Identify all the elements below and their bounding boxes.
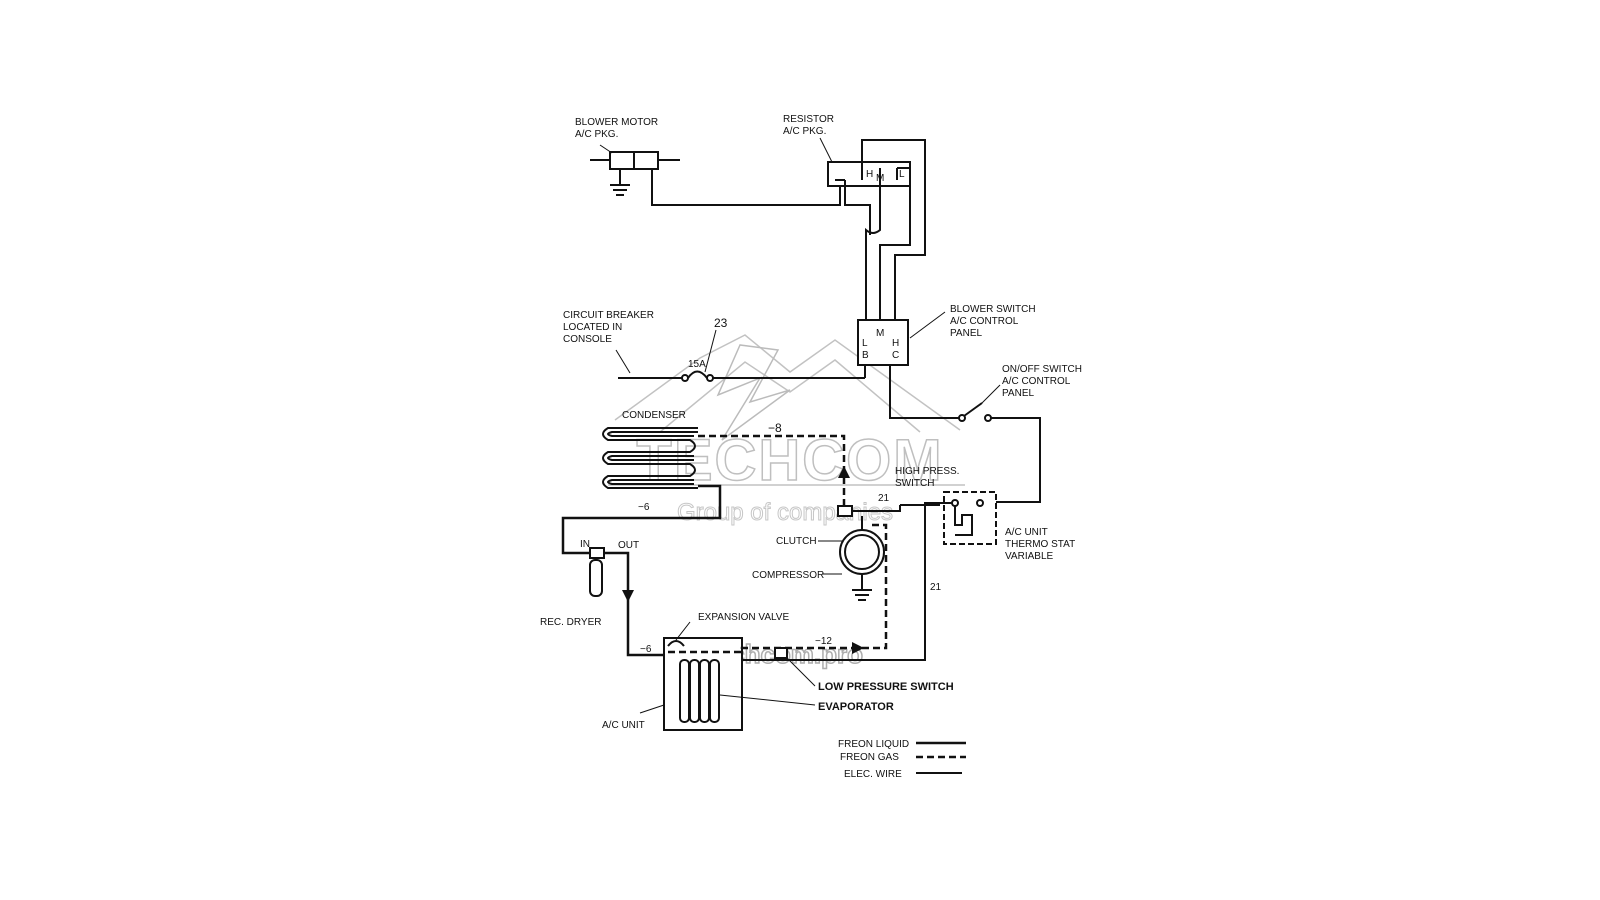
thermostat-label-3: VARIABLE <box>1005 551 1053 562</box>
ac-unit-evaporator <box>639 621 816 731</box>
legend: FREON LIQUID FREON GAS ELEC. WIRE <box>838 739 966 780</box>
line-number-8: −8 <box>768 421 782 435</box>
blower-switch-terminal-h: H <box>892 338 899 349</box>
high-press-switch-label-1: HIGH PRESS. <box>895 466 959 477</box>
liquid-line-condenser-to-dryer <box>561 484 722 555</box>
resistor-label-1: RESISTOR <box>783 114 834 125</box>
circuit-breaker-label-1: CIRCUIT BREAKER <box>563 310 654 321</box>
resistor-terminal-l: L <box>899 169 905 180</box>
gas-line-evaporator-to-compressor <box>668 523 888 654</box>
evaporator-label: EVAPORATOR <box>818 701 894 713</box>
watermark-tagline: Group of companies <box>677 499 893 526</box>
circuit-breaker-label-3: CONSOLE <box>563 334 612 345</box>
flow-arrow-down <box>622 590 634 602</box>
blower-switch-label-1: BLOWER SWITCH <box>950 304 1036 315</box>
onoff-switch-label-1: ON/OFF SWITCH <box>1002 364 1082 375</box>
blower-motor-label-1: BLOWER MOTOR <box>575 117 658 128</box>
svg-text:RESISTOR: RESISTOR <box>783 114 834 125</box>
svg-text:VARIABLE: VARIABLE <box>1005 551 1053 562</box>
onoff-switch-label-2: A/C CONTROL <box>1002 376 1071 387</box>
compressor-label: COMPRESSOR <box>752 570 824 581</box>
flow-arrow-right <box>852 642 864 654</box>
breaker-rating: 15A <box>688 359 706 370</box>
blower-switch-terminal-l: L <box>862 338 868 349</box>
line-number-6-a: −6 <box>638 502 650 513</box>
resistor-label-2: A/C PKG. <box>783 126 826 137</box>
blower-motor <box>590 144 841 206</box>
condenser <box>602 427 698 489</box>
svg-text:A/C CONTROL: A/C CONTROL <box>1002 376 1071 387</box>
blower-switch-label-2: A/C CONTROL <box>950 316 1019 327</box>
wire-number-21-b: 21 <box>930 582 942 593</box>
low-pressure-switch <box>774 647 816 687</box>
svg-text:HIGH PRESS.: HIGH PRESS. <box>895 466 959 477</box>
svg-text:A/C PKG.: A/C PKG. <box>783 126 826 137</box>
rec-dryer-label: REC. DRYER <box>540 617 602 628</box>
resistor-terminal-m: M <box>876 173 884 184</box>
line-number-12: −12 <box>815 636 832 647</box>
resistor-terminal-h: H <box>866 169 873 180</box>
svg-text:BLOWER MOTOR: BLOWER MOTOR <box>575 117 658 128</box>
blower-switch-terminal-b: B <box>862 350 869 361</box>
thermostat-label-2: THERMO STAT <box>1005 539 1075 550</box>
svg-text:PANEL: PANEL <box>1002 388 1034 399</box>
blower-switch-label-3: PANEL <box>950 328 982 339</box>
clutch-label: CLUTCH <box>776 536 817 547</box>
line-number-6-b: −6 <box>640 644 652 655</box>
gas-line-compressor-to-condenser <box>698 434 846 508</box>
high-press-switch-label-2: SWITCH <box>895 478 934 489</box>
onoff-switch <box>889 384 1041 503</box>
legend-freon-liquid: FREON LIQUID <box>838 739 909 750</box>
svg-text:CIRCUIT BREAKER: CIRCUIT BREAKER <box>563 310 654 321</box>
legend-freon-gas: FREON GAS <box>840 752 899 763</box>
compressor <box>818 505 901 601</box>
flow-arrow-up <box>838 466 850 478</box>
svg-text:THERMO STAT: THERMO STAT <box>1005 539 1075 550</box>
svg-text:SWITCH: SWITCH <box>895 478 934 489</box>
resistor <box>819 137 926 320</box>
svg-text:A/C PKG.: A/C PKG. <box>575 129 618 140</box>
legend-elec-wire: ELEC. WIRE <box>844 769 902 780</box>
svg-text:A/C UNIT: A/C UNIT <box>1005 527 1048 538</box>
blower-motor-label-2: A/C PKG. <box>575 129 618 140</box>
condenser-label: CONDENSER <box>622 410 686 421</box>
dryer-out-label: OUT <box>618 540 639 551</box>
expansion-valve-label: EXPANSION VALVE <box>698 612 789 623</box>
svg-text:LOCATED IN: LOCATED IN <box>563 322 622 333</box>
wire-number-21-a: 21 <box>878 493 890 504</box>
svg-text:CONSOLE: CONSOLE <box>563 334 612 345</box>
thermostat-label-1: A/C UNIT <box>1005 527 1048 538</box>
thermostat <box>742 491 997 661</box>
low-pressure-switch-label: LOW PRESSURE SWITCH <box>818 681 954 693</box>
blower-switch-terminal-c: C <box>892 350 899 361</box>
blower-switch-terminal-m: M <box>876 328 884 339</box>
svg-text:A/C CONTROL: A/C CONTROL <box>950 316 1019 327</box>
circuit-breaker-label-2: LOCATED IN <box>563 322 622 333</box>
blower-switch <box>710 311 946 395</box>
circuit-breaker <box>615 329 717 382</box>
watermark-mountain-icon <box>614 334 961 431</box>
onoff-switch-label-3: PANEL <box>1002 388 1034 399</box>
ac-unit-label: A/C UNIT <box>602 720 645 731</box>
liquid-line-dryer-to-evaporator <box>604 551 668 657</box>
svg-text:PANEL: PANEL <box>950 328 982 339</box>
watermark-bolt-icon <box>716 344 791 441</box>
svg-text:BLOWER SWITCH: BLOWER SWITCH <box>950 304 1036 315</box>
svg-text:ON/OFF SWITCH: ON/OFF SWITCH <box>1002 364 1082 375</box>
receiver-dryer <box>589 547 605 597</box>
dryer-in-label: IN <box>580 539 590 550</box>
wire-number-23: 23 <box>714 316 728 330</box>
